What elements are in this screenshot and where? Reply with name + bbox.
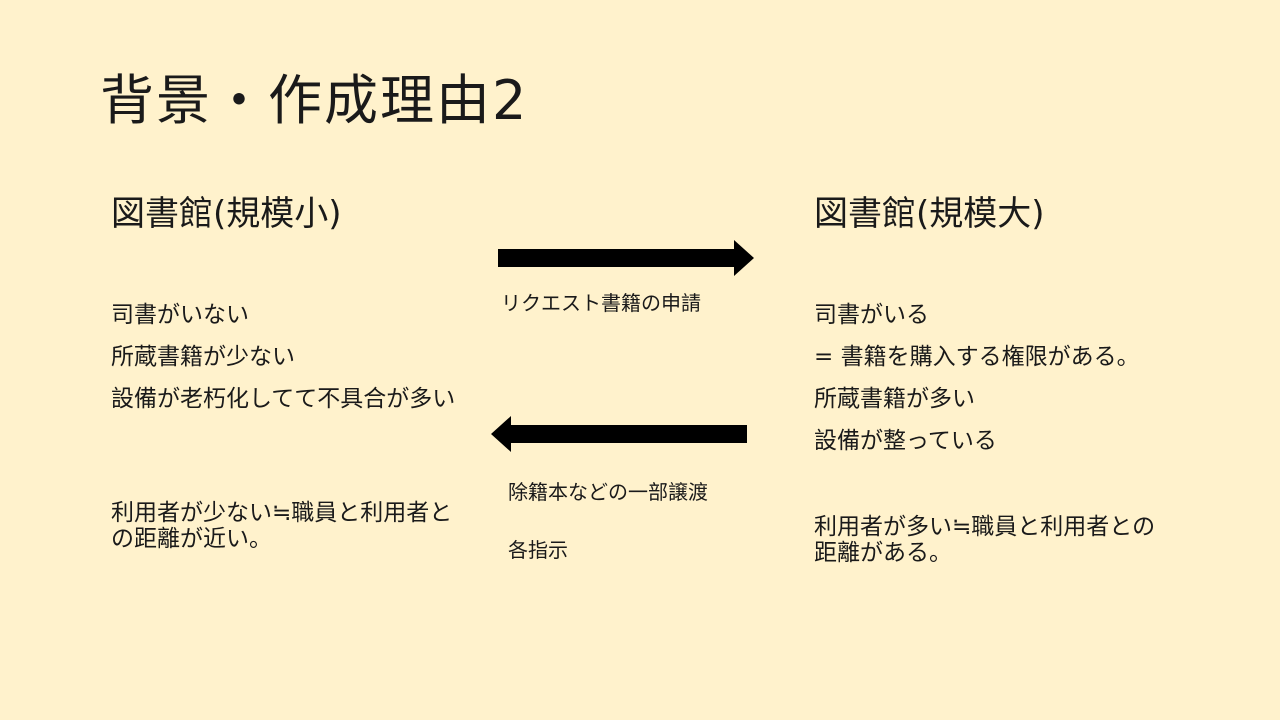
right-item-4: 設備が整っている	[814, 428, 997, 454]
right-note: 利用者が多い≒職員と利用者との距離がある。	[814, 514, 1156, 566]
right-item-2: = 書籍を購入する権限がある。	[814, 344, 1140, 370]
left-item-3: 設備が老朽化してて不具合が多い	[111, 386, 456, 412]
left-item-2: 所蔵書籍が少ない	[111, 344, 295, 370]
left-item-1: 司書がいない	[111, 302, 249, 328]
left-arrow-icon	[491, 416, 747, 452]
backward-label-2: 各指示	[508, 538, 568, 562]
right-item-1: 司書がいる	[814, 302, 929, 328]
right-arrow-icon	[498, 240, 754, 276]
forward-label: リクエスト書籍の申請	[501, 291, 701, 315]
left-note: 利用者が少ない≒職員と利用者との距離が近い。	[111, 500, 453, 552]
right-item-3: 所蔵書籍が多い	[814, 386, 975, 412]
backward-label-1: 除籍本などの一部譲渡	[508, 480, 708, 504]
left-heading: 図書館(規模小)	[111, 194, 342, 234]
right-heading: 図書館(規模大)	[814, 194, 1045, 234]
slide-title: 背景・作成理由2	[100, 69, 529, 132]
